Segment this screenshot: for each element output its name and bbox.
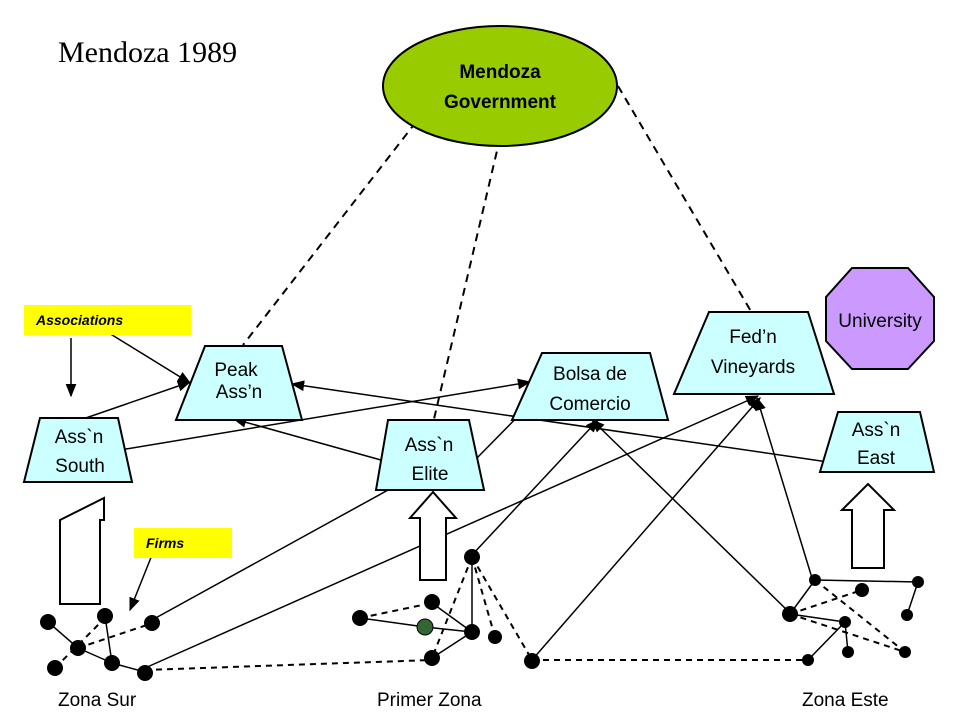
government-label-line1: Mendoza [459, 62, 541, 83]
firm-node [424, 650, 440, 666]
firm-link [789, 613, 846, 623]
sur-fedn-arrow [144, 395, 760, 669]
firm-node-highlighted [416, 618, 434, 636]
firm-node [137, 665, 153, 681]
sur-elite-arrow [151, 467, 430, 621]
firm-node [464, 624, 480, 640]
gov-fedn-link [617, 85, 753, 314]
bolsa-de-comercio-node [510, 352, 670, 421]
government-label-line2: Government [444, 92, 557, 113]
south-label-line1: Ass`n [55, 427, 104, 448]
firm-node [97, 608, 113, 624]
firm-link [431, 602, 473, 633]
fedn-label-line1: Fed’n [729, 327, 777, 348]
sur-to-south-arrow [59, 496, 105, 605]
firm-dashed-link [789, 613, 906, 653]
south-bolsa-arrow [119, 378, 532, 451]
south-peak-arrow [79, 380, 192, 421]
firm-dashed-link [471, 556, 533, 661]
firm-node [899, 646, 911, 658]
east-label-line2: East [857, 448, 896, 469]
assn-south-node [22, 417, 134, 483]
primer-bolsa-arrow [471, 419, 599, 556]
mendoza-government-node [382, 25, 618, 147]
firms-tag-arrow [129, 554, 153, 612]
south-label-line2: South [55, 456, 105, 477]
zone-este-label: Zona Este [802, 690, 889, 711]
peak-label-line1: Peak [214, 360, 258, 381]
firm-node [40, 614, 56, 630]
university-label: University [838, 311, 922, 332]
firm-node [839, 616, 851, 628]
firm-node [104, 655, 120, 671]
firm-node [782, 606, 798, 622]
east-label-line1: Ass`n [852, 420, 901, 441]
university-node [825, 267, 935, 370]
firms-tag: Firms [134, 528, 232, 558]
primer-to-elite-arrow [407, 490, 459, 581]
associations-tag-label: Associations [36, 312, 124, 328]
firm-dashed-link [471, 556, 496, 638]
elite-peak-arrow [232, 417, 389, 463]
firm-dashed-link [77, 623, 151, 649]
firm-dashed-link [431, 556, 473, 659]
firm-node [809, 574, 821, 586]
firm-node [488, 630, 502, 644]
este-fedn-arrow [755, 396, 813, 579]
firm-node [144, 615, 160, 631]
primer-fedn-arrow [531, 396, 761, 661]
fedn-vineyards-node [672, 311, 836, 395]
firm-node [802, 654, 814, 666]
firm-link [807, 621, 846, 661]
firm-node [912, 576, 924, 588]
assn-east-node [818, 411, 936, 473]
gov-peak-link [242, 121, 417, 346]
firm-node [524, 653, 540, 669]
elite-label-line2: Elite [412, 464, 449, 485]
este-to-east-arrow [839, 482, 897, 569]
firm-node [855, 583, 869, 597]
firm-link [814, 579, 919, 583]
firm-node [901, 609, 913, 621]
firm-dashed-link [359, 602, 433, 619]
assoc-tag-peak-arrow [103, 329, 192, 384]
east-peak-arrow [290, 380, 829, 463]
peak-assn-node [174, 345, 304, 421]
diagram-title: Mendoza 1989 [58, 36, 238, 69]
firm-dashed-link [789, 589, 863, 615]
bolsa-label-line2: Comercio [549, 394, 630, 415]
peak-label-line2: Ass’n [216, 382, 262, 403]
zone-primer-label: Primer Zona [377, 690, 482, 711]
firm-link [359, 617, 426, 628]
bolsa-label-line1: Bolsa de [553, 364, 627, 385]
gov-elite-link [429, 137, 501, 437]
firm-node [47, 660, 63, 676]
firm-node [842, 646, 854, 658]
firms-tag-label: Firms [146, 535, 185, 551]
firm-node [352, 610, 368, 626]
associations-tag: Associations [24, 305, 191, 335]
assn-elite-node [374, 419, 486, 491]
firm-node [464, 549, 480, 565]
este-bolsa-arrow [591, 419, 791, 614]
firm-node [70, 640, 86, 656]
elite-label-line1: Ass`n [405, 435, 454, 456]
firm-dashed-link [814, 579, 906, 653]
firm-dashed-link [144, 659, 433, 671]
firm-node [424, 594, 440, 610]
fedn-label-line2: Vineyards [711, 357, 795, 378]
zone-sur-label: Zona Sur [58, 690, 137, 711]
